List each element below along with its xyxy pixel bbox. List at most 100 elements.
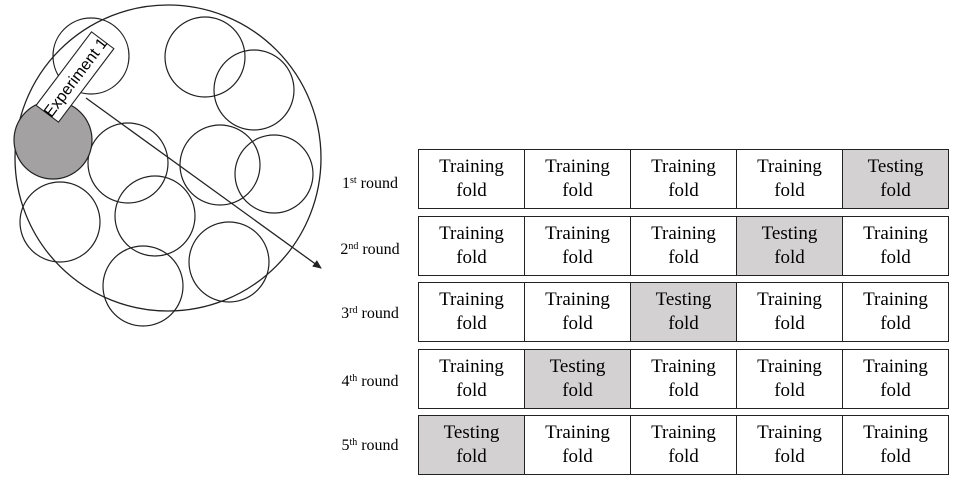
experiment-circle — [164, 16, 246, 98]
fold-type-label: Training — [651, 223, 716, 244]
round-ordinal: 1 — [342, 175, 350, 192]
round-label: 3rd round — [322, 304, 418, 324]
training-fold-cell: Training fold — [630, 350, 736, 408]
training-fold-cell: Training fold — [524, 416, 630, 474]
fold-word-label: fold — [562, 313, 593, 334]
training-fold-cell: Training fold — [736, 150, 842, 208]
round-word: round — [361, 437, 399, 454]
training-fold-cell: Training fold — [419, 150, 524, 208]
experiment-circle — [87, 122, 169, 204]
fold-type-label: Training — [863, 223, 928, 244]
fold-type-label: Training — [757, 156, 822, 177]
testing-fold-cell: Testing fold — [736, 217, 842, 275]
fold-type-label: Training — [439, 289, 504, 310]
fold-type-label: Testing — [761, 223, 818, 244]
round-label: 2nd round — [322, 240, 418, 260]
round-ordinal-suffix: st — [350, 175, 357, 186]
arrow-line — [85, 97, 322, 269]
fold-word-label: fold — [456, 446, 487, 467]
training-fold-cell: Training fold — [524, 217, 630, 275]
fold-word-label: fold — [456, 313, 487, 334]
round-ordinal-suffix: th — [349, 437, 358, 448]
training-fold-cell: Training fold — [736, 416, 842, 474]
round-ordinal-suffix: th — [349, 373, 358, 384]
fold-type-label: Training — [545, 289, 610, 310]
fold-word-label: fold — [562, 446, 593, 467]
fold-word-label: fold — [880, 446, 911, 467]
testing-fold-cell: Testing fold — [630, 283, 736, 341]
experiment-circle — [52, 17, 130, 95]
testing-fold-cell: Testing fold — [842, 150, 948, 208]
fold-word-label: fold — [774, 247, 805, 268]
fold-word-label: fold — [880, 313, 911, 334]
round-word: round — [361, 373, 399, 390]
round-ordinal: 5 — [341, 437, 350, 454]
fold-word-label: fold — [562, 180, 593, 201]
fold-type-label: Training — [439, 156, 504, 177]
experiment-circle — [188, 221, 270, 303]
fold-type-label: Training — [863, 356, 928, 377]
fold-type-label: Training — [863, 422, 928, 443]
training-fold-cell: Training fold — [842, 217, 948, 275]
fold-word-label: fold — [774, 446, 805, 467]
fold-type-label: Training — [757, 356, 822, 377]
experiment-circle — [179, 124, 261, 206]
fold-word-label: fold — [774, 313, 805, 334]
training-fold-cell: Training fold — [524, 283, 630, 341]
fold-type-label: Training — [439, 356, 504, 377]
fold-word-label: fold — [668, 180, 699, 201]
round-word: round — [361, 305, 399, 322]
training-fold-cell: Training fold — [524, 150, 630, 208]
fold-type-label: Testing — [655, 289, 712, 310]
training-fold-cell: Training fold — [842, 350, 948, 408]
fold-type-label: Training — [757, 289, 822, 310]
fold-type-label: Training — [757, 422, 822, 443]
round-label: 5th round — [322, 436, 418, 456]
experiment-circle — [234, 134, 314, 214]
fold-word-label: fold — [880, 180, 911, 201]
round-ordinal: 4 — [341, 373, 350, 390]
fold-word-label: fold — [774, 380, 805, 401]
experiment-circle — [102, 245, 184, 327]
fold-word-label: fold — [668, 313, 699, 334]
fold-type-label: Testing — [549, 356, 606, 377]
fold-type-label: Testing — [443, 422, 500, 443]
fold-word-label: fold — [456, 180, 487, 201]
fold-type-label: Training — [545, 223, 610, 244]
round-ordinal-suffix: rd — [349, 305, 358, 316]
fold-word-label: fold — [668, 247, 699, 268]
round-ordinal: 3 — [341, 305, 350, 322]
training-fold-cell: Training fold — [736, 350, 842, 408]
round-ordinal: 2 — [340, 241, 349, 258]
round-ordinal-suffix: nd — [348, 241, 359, 252]
fold-word-label: fold — [562, 247, 593, 268]
testing-fold-cell: Testing fold — [419, 416, 524, 474]
fold-type-label: Testing — [867, 156, 924, 177]
fold-type-label: Training — [439, 223, 504, 244]
fold-word-label: fold — [880, 247, 911, 268]
round-word: round — [362, 241, 400, 258]
training-fold-cell: Training fold — [419, 283, 524, 341]
fold-type-label: Training — [651, 356, 716, 377]
fold-word-label: fold — [668, 446, 699, 467]
round-row: Training fold Testing fold Training fold Train… — [418, 349, 949, 409]
fold-type-label: Training — [545, 156, 610, 177]
experiment-circle — [213, 49, 295, 131]
fold-word-label: fold — [668, 380, 699, 401]
fold-word-label: fold — [880, 380, 911, 401]
round-label: 1st round — [322, 174, 418, 194]
training-fold-cell: Training fold — [842, 416, 948, 474]
round-word: round — [360, 175, 398, 192]
fold-word-label: fold — [774, 180, 805, 201]
experiment-circle — [114, 175, 196, 257]
pool-outer-circle — [14, 4, 322, 312]
fold-type-label: Training — [545, 422, 610, 443]
